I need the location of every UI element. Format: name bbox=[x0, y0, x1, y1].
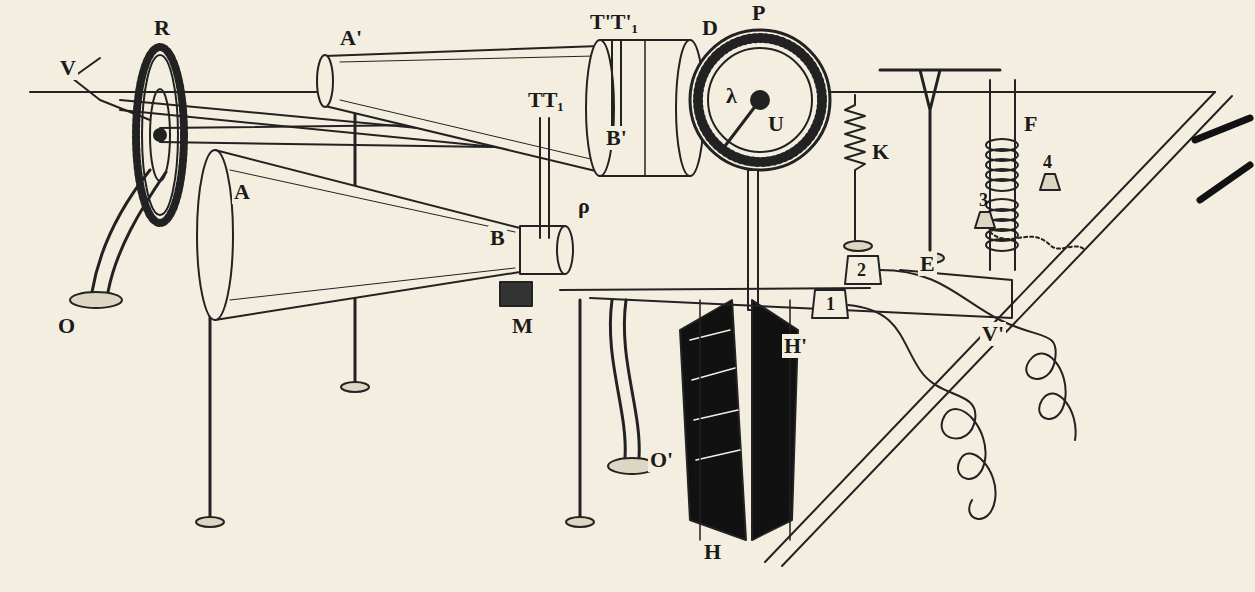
part-label: T'T'₁ bbox=[588, 10, 640, 34]
part-label: A' bbox=[338, 26, 364, 50]
wheel-hub bbox=[154, 129, 166, 141]
rod-tt bbox=[540, 118, 549, 238]
callout-number: 1 bbox=[824, 294, 837, 314]
part-label: A bbox=[232, 180, 252, 204]
part-label: TT₁ bbox=[526, 88, 566, 112]
wire bbox=[990, 232, 1085, 250]
wheel-rim bbox=[142, 55, 178, 215]
part-label: O' bbox=[648, 448, 675, 472]
crank-rod bbox=[72, 58, 150, 120]
bellows bbox=[680, 300, 746, 540]
cylinder-band bbox=[644, 40, 646, 176]
part-label: H bbox=[702, 540, 723, 564]
part-label: K bbox=[870, 140, 891, 164]
cone-a-prime bbox=[325, 46, 600, 172]
part-label: ρ bbox=[576, 194, 592, 218]
table-clamp bbox=[1195, 118, 1250, 200]
support-pole bbox=[210, 110, 580, 520]
rubber-tube bbox=[880, 270, 1076, 440]
cone-a bbox=[215, 150, 520, 320]
part-label: P bbox=[750, 1, 767, 25]
flask bbox=[845, 256, 881, 284]
callout-number: 2 bbox=[855, 260, 868, 280]
dial-ticks bbox=[698, 38, 822, 162]
part-label: E bbox=[918, 252, 937, 276]
cylinder-end bbox=[586, 40, 614, 176]
pole-foot bbox=[196, 517, 224, 527]
coil-frame bbox=[880, 70, 1000, 250]
dial bbox=[690, 30, 830, 170]
cone-end bbox=[317, 55, 333, 107]
part-label: V' bbox=[980, 322, 1006, 346]
part-label: O bbox=[56, 314, 77, 338]
table-rod bbox=[765, 92, 1232, 566]
part-label: F bbox=[1022, 112, 1039, 136]
shading bbox=[340, 56, 595, 160]
electromagnet-coil bbox=[986, 139, 1018, 251]
part-label: B' bbox=[604, 126, 629, 150]
spring bbox=[845, 95, 865, 240]
terminal bbox=[1040, 174, 1060, 190]
part-label: B bbox=[488, 226, 507, 250]
rod-tt-prime bbox=[612, 40, 621, 132]
rod-v-prime bbox=[560, 270, 1012, 318]
bellows-frame bbox=[700, 300, 790, 540]
part-label: V bbox=[58, 56, 78, 80]
dial-inner bbox=[708, 48, 812, 152]
terminal bbox=[975, 212, 995, 228]
callout-number: 4 bbox=[1041, 152, 1054, 172]
toothed-wheel bbox=[136, 47, 184, 223]
part-label: R bbox=[152, 16, 172, 40]
bellows-fold bbox=[690, 330, 740, 460]
rubber-tube bbox=[848, 305, 996, 519]
block-m bbox=[500, 282, 532, 306]
spring-base bbox=[844, 241, 872, 251]
part-label: H' bbox=[782, 334, 809, 358]
flask bbox=[812, 290, 848, 318]
cone-mouth bbox=[197, 150, 233, 320]
part-label: D bbox=[700, 16, 720, 40]
part-label: λ bbox=[724, 84, 739, 108]
stand bbox=[610, 300, 639, 458]
pole-foot bbox=[341, 382, 369, 392]
part-label: M bbox=[510, 314, 535, 338]
shading bbox=[230, 170, 515, 300]
pole-foot bbox=[566, 517, 594, 527]
stand bbox=[92, 170, 166, 292]
stand-foot bbox=[70, 292, 122, 308]
cylinder-end bbox=[557, 226, 573, 274]
part-label: U bbox=[766, 112, 786, 136]
callout-number: 3 bbox=[977, 190, 990, 210]
